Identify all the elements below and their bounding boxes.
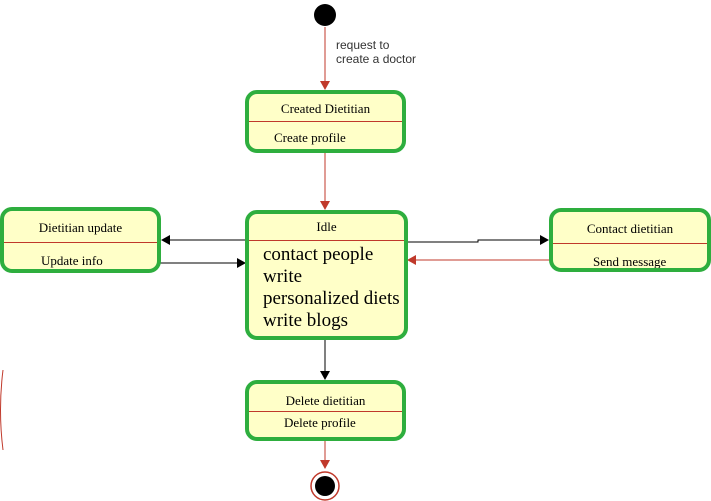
state-contact-divider (553, 243, 707, 244)
state-update-title: Dietitian update (38, 220, 123, 235)
state-contact-title: Contact dietitian (586, 221, 674, 236)
state-delete-action: Delete profile (284, 415, 356, 430)
final-state-dot (315, 476, 335, 496)
state-dietitian-update[interactable]: Dietitian update Update info (0, 207, 161, 273)
start-label-line1: request to (336, 38, 390, 52)
initial-state-node (314, 4, 336, 26)
state-delete-dietitian[interactable]: Delete dietitian Delete profile (245, 380, 406, 441)
idle-action-item: personalized diets (263, 288, 400, 309)
state-created-dietitian[interactable]: Created Dietitian Create profile (245, 90, 406, 153)
state-update-action: Update info (41, 253, 103, 268)
start-label-line2: create a doctor (336, 52, 417, 66)
state-idle-title: Idle (316, 219, 337, 234)
state-update-divider (4, 242, 157, 243)
edge-artifact-mark (0, 369, 4, 451)
state-idle-actions: contact people write personalized diets … (263, 244, 400, 332)
state-created-divider (249, 121, 402, 122)
state-contact-dietitian[interactable]: Contact dietitian Send message (549, 208, 711, 272)
state-delete-divider (249, 411, 402, 412)
state-delete-title: Delete dietitian (285, 393, 366, 408)
state-idle[interactable]: Idle contact people write personalized d… (245, 210, 408, 340)
transition-idle-to-contact (406, 235, 549, 245)
state-contact-action: Send message (593, 254, 667, 269)
idle-action-item: contact people (263, 244, 374, 265)
idle-action-item: write blogs (263, 310, 348, 331)
state-created-action: Create profile (274, 130, 346, 145)
state-idle-divider (249, 240, 404, 241)
start-transition-label: request to create a doctor (336, 38, 416, 66)
state-created-title: Created Dietitian (280, 101, 371, 116)
idle-action-item: write (263, 266, 303, 287)
